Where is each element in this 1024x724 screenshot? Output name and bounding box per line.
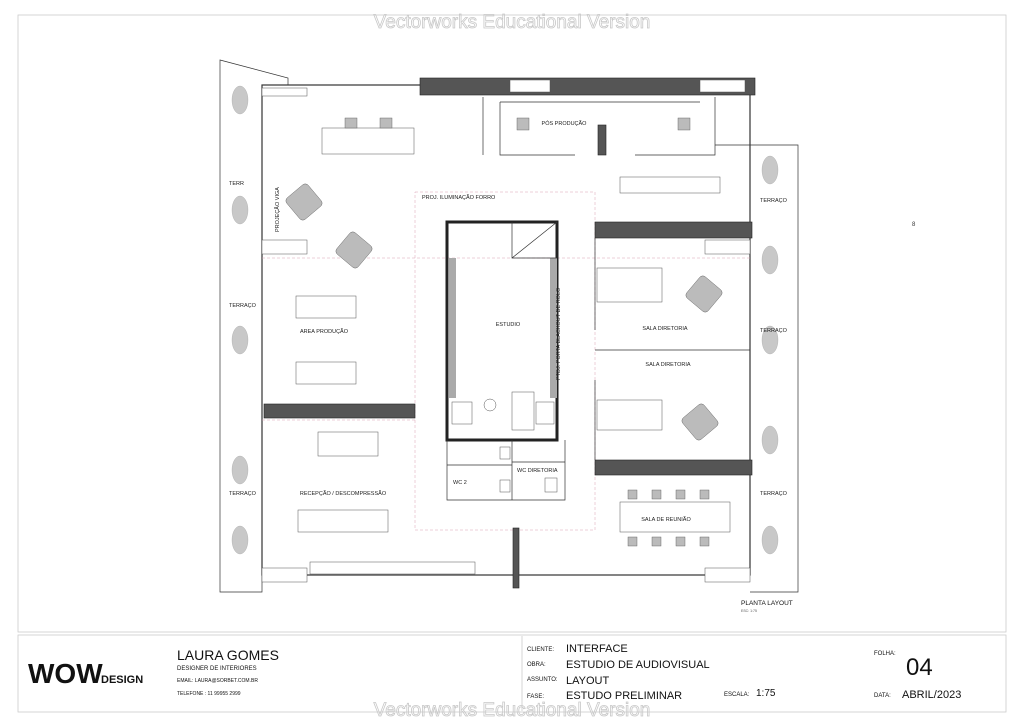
obra-value: ESTUDIO DE AUDIOVISUAL <box>566 659 710 671</box>
label-projecao-viga: PROJEÇÃO VIGA <box>274 187 281 232</box>
lighting-projection <box>414 191 596 531</box>
window <box>509 79 551 93</box>
cliente-label: CLIENTE: <box>527 647 554 653</box>
title-block: WOW DESIGN LAURA GOMES DESIGNER DE INTER… <box>17 634 1007 713</box>
meeting-table <box>619 501 731 533</box>
toilet <box>544 477 558 493</box>
blackout-curtain <box>550 258 557 398</box>
label-proj-iluminacao: PROJ. ILUMINAÇÃO FORRO <box>422 194 496 201</box>
escala-value: 1:75 <box>756 688 776 699</box>
window <box>261 567 308 583</box>
watermark-bottom: Vectorworks Educational Version <box>374 700 651 721</box>
toilet <box>499 479 511 493</box>
right-terrace <box>750 144 799 593</box>
chair <box>516 117 530 131</box>
label-recepcao: RECEPÇÃO / DESCOMPRESSÃO <box>300 490 387 497</box>
studio-door <box>511 221 558 259</box>
desk <box>619 176 721 194</box>
column <box>597 124 607 156</box>
folha-label: FOLHA: <box>874 651 896 657</box>
escala-label: ESCALA: <box>724 692 750 698</box>
label-wc-diretoria: WC DIRETORIA <box>517 468 558 474</box>
toilet <box>499 446 511 460</box>
desk <box>295 361 357 385</box>
label-pos-producao: PÓS PRODUÇÃO <box>542 120 588 127</box>
label-terraco-right-1: TERRAÇO <box>760 198 788 204</box>
chair <box>483 398 497 412</box>
window <box>261 239 308 255</box>
acoustic-panel <box>449 258 456 398</box>
building-plan: PÓS PRODUÇÃO PROJ. ILUMINAÇÃO FORRO PROJ… <box>219 59 916 613</box>
partition-wall <box>594 221 753 239</box>
watermark-top: Vectorworks Educational Version <box>374 12 651 33</box>
designer-phone: TELEFONE : 11 99955 2999 <box>177 691 241 697</box>
desk <box>295 295 357 319</box>
label-area-producao: AREA PRODUÇÃO <box>300 328 349 335</box>
cliente-value: INTERFACE <box>566 643 628 655</box>
label-sala-reuniao: SALA DE REUNIÃO <box>641 516 691 523</box>
armchairs <box>285 183 723 441</box>
label-porta-blackout: PTDJ. PORTA BLACKOUT DE ROLO <box>556 287 562 380</box>
assunto-label: ASSUNTO: <box>527 677 558 683</box>
sheet-border <box>17 14 1007 633</box>
desk <box>596 399 663 431</box>
label-terraco-left-1: TERRAÇO <box>229 303 257 309</box>
fase-label: FASE: <box>527 694 544 700</box>
chair <box>677 117 691 131</box>
assunto-value: LAYOUT <box>566 675 609 687</box>
window <box>704 239 751 255</box>
label-estudio: ESTUDIO <box>496 322 521 328</box>
label-terr: TERR <box>229 181 244 187</box>
desk <box>317 431 379 457</box>
equipment <box>451 401 473 425</box>
designer-role: DESIGNER DE INTERIORES <box>177 666 257 672</box>
designer-name: LAURA GOMES <box>177 647 279 663</box>
chair <box>344 117 358 129</box>
obra-label: OBRA: <box>527 662 546 668</box>
desk <box>596 267 663 303</box>
top-wall <box>419 77 756 96</box>
folha-value: 04 <box>906 654 933 681</box>
desk <box>321 127 415 155</box>
partition-wall <box>594 459 753 476</box>
sofa <box>297 509 389 533</box>
data-label: DATA: <box>874 693 891 699</box>
fase-value: ESTUDO PRELIMINAR <box>566 690 682 702</box>
meeting-chairs <box>627 489 710 547</box>
north-mark: 8 <box>912 222 916 228</box>
label-terraco-right-2: TERRAÇO <box>760 328 788 334</box>
column <box>512 527 520 589</box>
bench <box>309 561 476 575</box>
pos-producao-walls <box>482 97 750 156</box>
window <box>699 79 746 93</box>
chair <box>379 117 393 129</box>
label-wc2: WC 2 <box>453 480 467 486</box>
label-terraco-left-2: TERRAÇO <box>229 491 257 497</box>
plan-scale-note: ESC: 1:75 <box>741 609 757 613</box>
partition-wall <box>263 403 416 419</box>
left-terrace <box>219 59 289 593</box>
logo-design: DESIGN <box>101 674 143 686</box>
logo-wow: WOW <box>28 658 103 689</box>
wc-walls <box>446 440 566 501</box>
equipment <box>535 401 555 425</box>
designer-email: EMAIL: LAURA@SORBET.COM.BR <box>177 678 258 684</box>
label-terraco-right-3: TERRAÇO <box>760 491 788 497</box>
window <box>704 567 751 583</box>
terrace-plants <box>231 85 779 555</box>
plan-title: PLANTA LAYOUT <box>741 600 793 607</box>
label-sala-diretoria-2: SALA DIRETORIA <box>645 362 690 368</box>
label-sala-diretoria-1: SALA DIRETORIA <box>642 326 687 332</box>
equipment <box>511 391 535 431</box>
data-value: ABRIL/2023 <box>902 689 961 701</box>
window <box>261 87 308 97</box>
